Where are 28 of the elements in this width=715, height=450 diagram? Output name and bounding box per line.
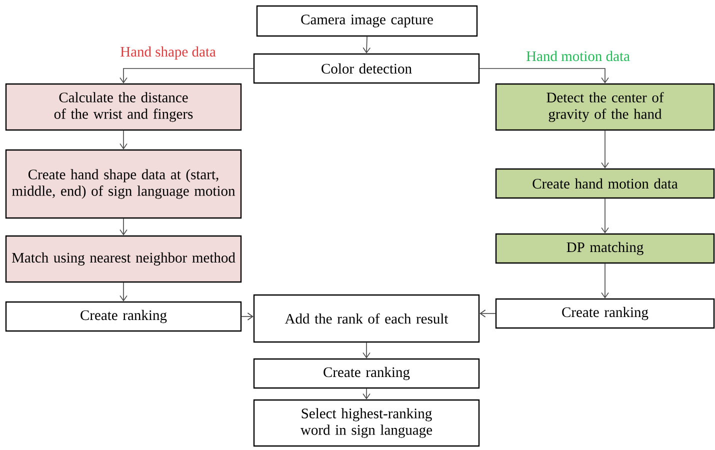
process-box: Create hand shape data at (start, middle, end) of sign language motion xyxy=(5,149,242,219)
process-box: Create ranking xyxy=(5,301,242,332)
process-box: Camera image capture xyxy=(256,5,478,37)
process-box: Create ranking xyxy=(253,358,480,389)
arrow xyxy=(480,310,496,318)
edge-label: Hand motion data xyxy=(526,50,630,62)
edge-label: Hand shape data xyxy=(120,46,216,60)
arrow xyxy=(601,130,609,168)
arrow xyxy=(120,218,128,236)
arrow xyxy=(362,342,370,358)
arrow xyxy=(120,68,254,84)
arrow xyxy=(479,68,609,84)
process-box: Match using nearest neighbor method xyxy=(5,235,242,283)
arrow xyxy=(601,263,609,298)
process-box: Detect the center of gravity of the hand xyxy=(495,83,715,131)
process-box: Add the rank of each result xyxy=(253,294,480,343)
arrow xyxy=(120,282,128,302)
arrow xyxy=(362,36,371,54)
process-box: Select highest-ranking word in sign language xyxy=(253,399,480,447)
arrow xyxy=(601,198,609,234)
process-box: DP matching xyxy=(495,233,715,264)
process-box: Calculate the distance of the wrist and fingers xyxy=(5,83,242,131)
process-box: Create ranking xyxy=(495,298,715,329)
process-box: Create hand motion data xyxy=(495,168,715,199)
arrow xyxy=(362,388,370,400)
arrow xyxy=(241,312,254,320)
arrow xyxy=(120,130,128,150)
process-box: Color detection xyxy=(253,53,480,84)
